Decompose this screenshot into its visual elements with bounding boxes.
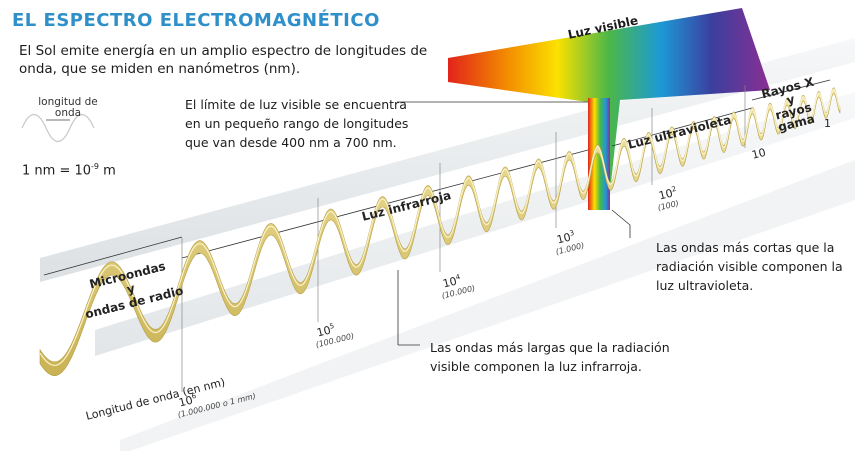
range-arrows: [43, 79, 831, 346]
wavelength-icon: [19, 112, 97, 144]
nm-equation: 1 nm = 10-9 m: [22, 162, 116, 179]
tick-guides: [181, 85, 746, 392]
visible-limit-note: El límite de luz visible se encuentra en…: [185, 97, 409, 150]
ultraviolet-note: Las ondas más cortas que la radiación vi…: [656, 240, 843, 293]
tick-1: 1: [824, 117, 831, 130]
page-title: EL ESPECTRO ELECTROMAGNÉTICO: [12, 10, 380, 31]
intro-text: El Sol emite energía en un amplio espect…: [19, 43, 428, 77]
wave-ribbon: [39, 87, 841, 376]
wavelength-icon-label: longitud de onda: [38, 96, 98, 119]
wave-ribbon-highlight: [39, 88, 841, 366]
infrared-note: Las ondas más largas que la radiación vi…: [430, 340, 670, 374]
tick-10: 10: [750, 145, 768, 162]
visible-light-fan: [448, 8, 770, 210]
